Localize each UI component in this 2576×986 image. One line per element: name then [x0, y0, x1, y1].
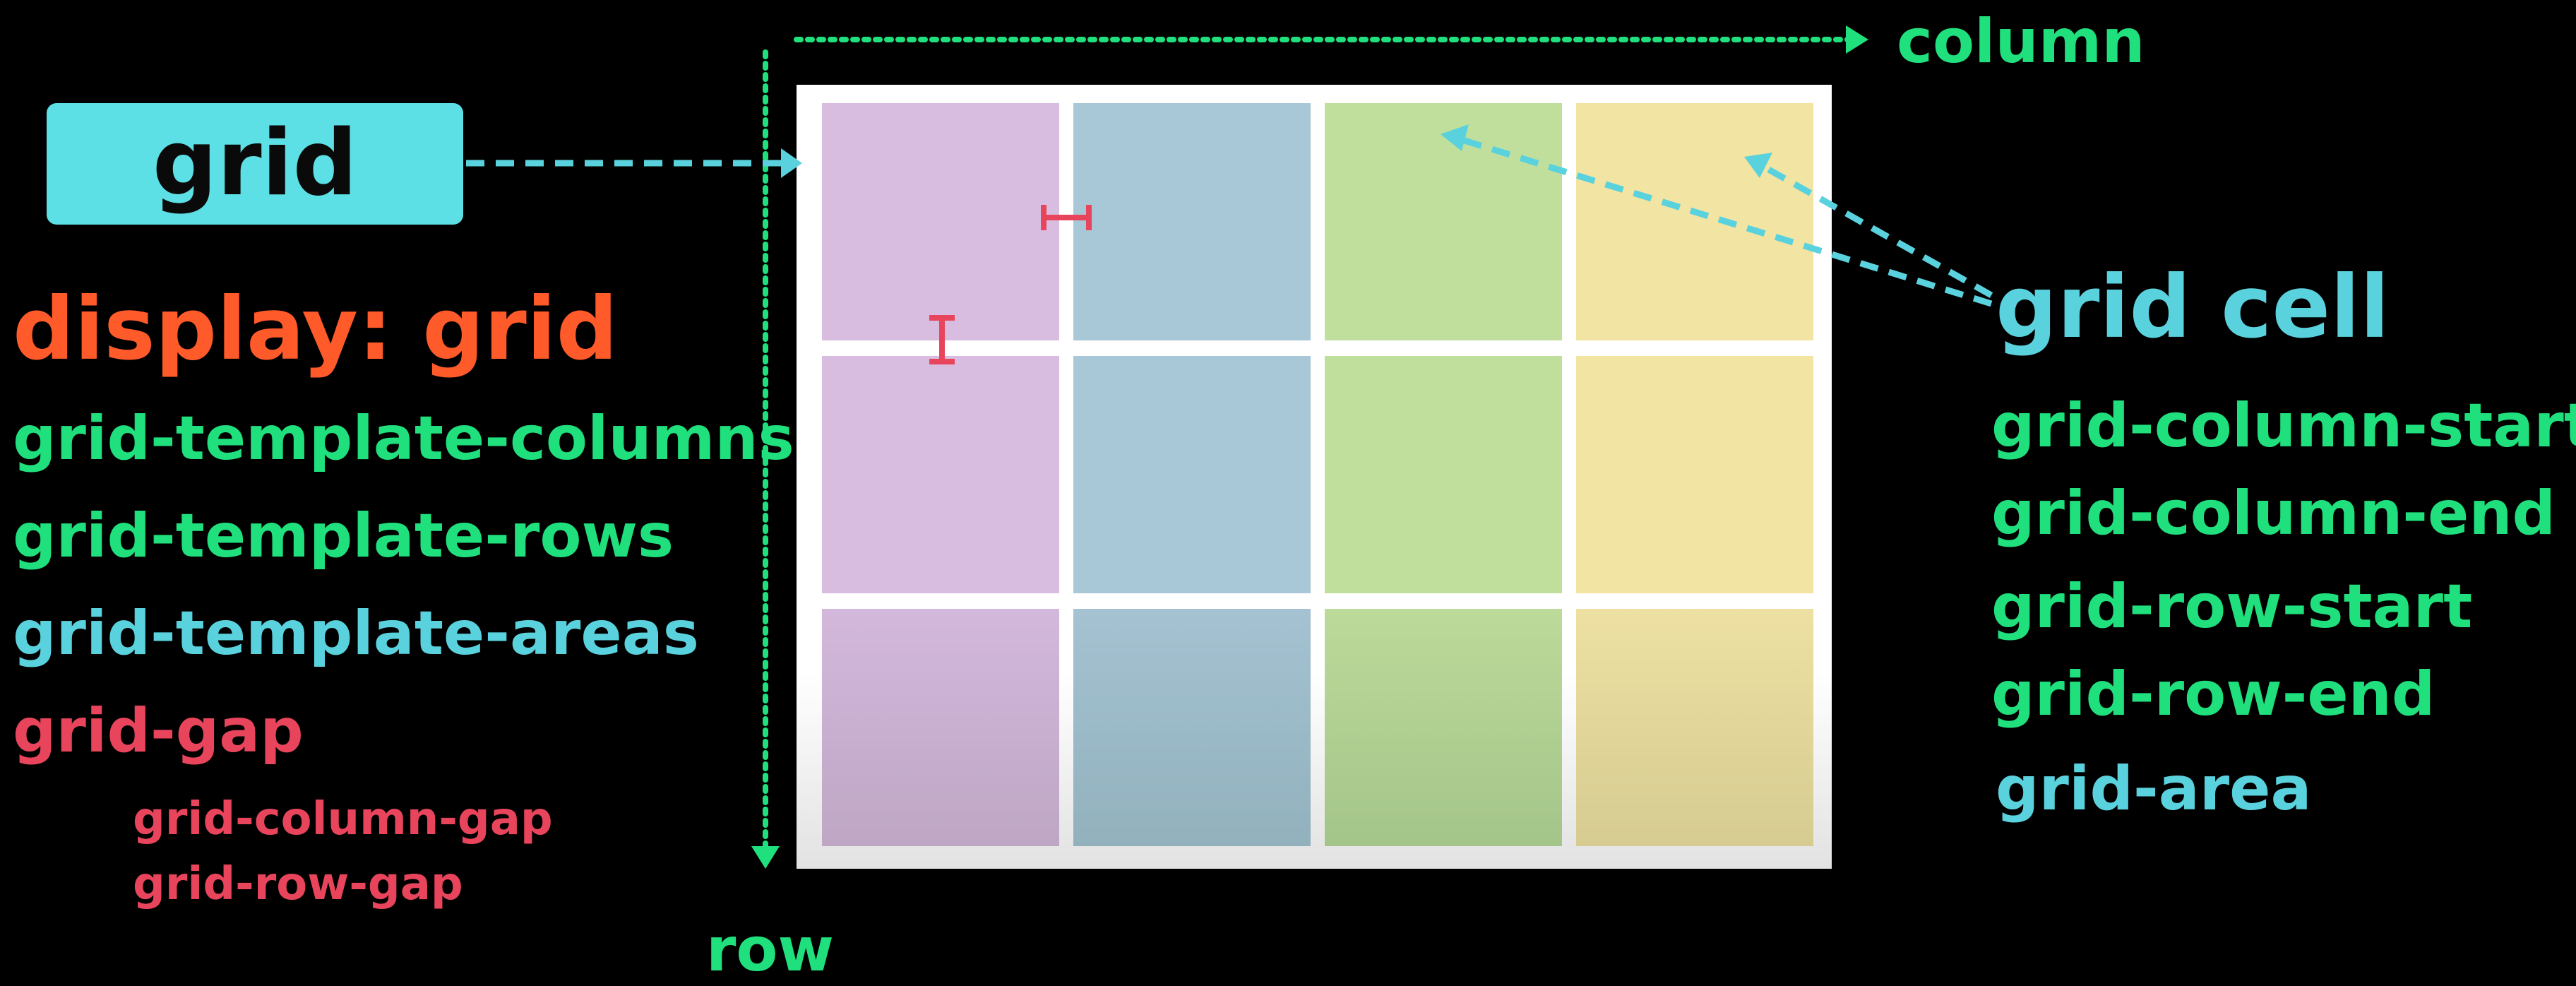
- grid-gap-label: grid-gap: [13, 696, 304, 766]
- grid-cell: [822, 609, 1059, 846]
- grid-container: [797, 85, 1832, 869]
- grid-badge: grid: [47, 103, 463, 225]
- grid-row-start-label: grid-row-start: [1991, 571, 2473, 642]
- grid-badge-label: grid: [152, 111, 358, 216]
- grid-row-gap-label: grid-row-gap: [133, 858, 463, 910]
- grid-template-rows-label: grid-template-rows: [13, 501, 674, 571]
- grid-cell: [1073, 356, 1311, 593]
- grid-cell: [1576, 356, 1813, 593]
- grid-cell: [822, 103, 1059, 340]
- grid-cell: [1073, 103, 1311, 340]
- grid-column-start-label: grid-column-start: [1991, 391, 2576, 461]
- grid-cell: [1325, 356, 1562, 593]
- grid-template-areas-label: grid-template-areas: [13, 598, 699, 669]
- row-gap-indicator: [929, 315, 955, 364]
- grid-cell: [1073, 609, 1311, 846]
- grid-cell-arrow: [1744, 153, 1993, 298]
- grid-cell: [822, 356, 1059, 593]
- grid-cell: [1576, 103, 1813, 340]
- grid-column-gap-label: grid-column-gap: [133, 793, 553, 845]
- grid-row-end-label: grid-row-end: [1991, 659, 2435, 730]
- grid-area-label: grid-area: [1996, 754, 2312, 824]
- grid-template-columns-label: grid-template-columns: [13, 403, 794, 474]
- display-grid-label: display: grid: [13, 279, 618, 379]
- grid-badge-arrow: [466, 148, 802, 178]
- grid-column-end-label: grid-column-end: [1991, 478, 2556, 549]
- row-axis-label: row: [706, 915, 834, 985]
- column-axis-label: column: [1897, 6, 2145, 77]
- grid-cell: [1325, 103, 1562, 340]
- grid-cell: [1325, 609, 1562, 846]
- column-axis-arrow: [794, 25, 1868, 54]
- grid-cell: [1576, 609, 1813, 846]
- column-gap-indicator: [1041, 205, 1092, 230]
- grid-cell-title: grid cell: [1996, 257, 2390, 357]
- grid-cell-arrow: [1441, 124, 1993, 307]
- row-axis-arrow: [751, 49, 780, 869]
